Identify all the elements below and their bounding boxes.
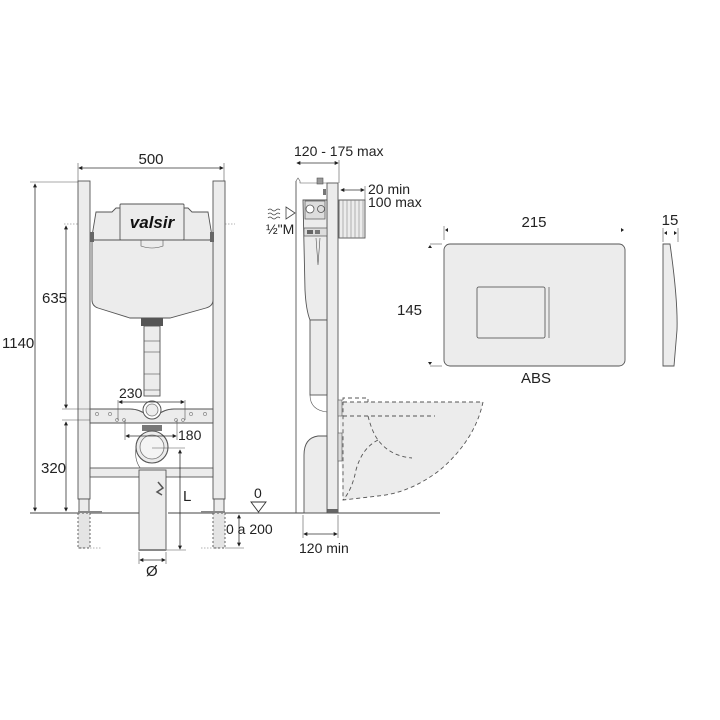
wall-sleeve bbox=[338, 199, 366, 239]
water-inlet-label: ½"M bbox=[266, 221, 294, 237]
floor-level-icon bbox=[250, 501, 267, 513]
min-depth-label: 120 min bbox=[299, 540, 349, 556]
cistern-height-label: 635 bbox=[42, 290, 67, 307]
plate-material-label: ABS bbox=[521, 370, 551, 387]
brand-logo: valsir bbox=[130, 213, 176, 232]
drain-diameter-label: Ø bbox=[146, 563, 158, 580]
width-dimension-label: 500 bbox=[138, 151, 163, 168]
frame-side bbox=[326, 182, 339, 514]
total-height-label: 1140 bbox=[2, 335, 34, 352]
floor-level-label: 0 bbox=[254, 485, 262, 501]
front-view: valsir bbox=[2, 151, 280, 580]
bolt-spacing-wide-label: 230 bbox=[119, 385, 143, 401]
drain-length-label: L bbox=[183, 488, 191, 505]
wc-bowl-outline bbox=[342, 401, 484, 501]
right-upright bbox=[212, 180, 226, 500]
side-depth-label: 120 - 175 max bbox=[294, 143, 384, 159]
plate-height-label: 145 bbox=[397, 302, 422, 319]
flush-button-large bbox=[476, 286, 546, 339]
bracket-height-label: 320 bbox=[41, 460, 66, 477]
sleeve-min-label: 20 min bbox=[368, 181, 410, 197]
flush-plate-profile bbox=[662, 243, 678, 367]
sleeve-max-label: 100 max bbox=[368, 194, 422, 210]
drain-pipe bbox=[138, 469, 167, 551]
flush-plate-view: 215 145 ABS 15 bbox=[397, 212, 678, 387]
plate-width-label: 215 bbox=[521, 214, 546, 231]
cistern bbox=[91, 239, 214, 319]
foot-adjust-label: 0 a 200 bbox=[226, 521, 273, 537]
left-upright bbox=[77, 180, 91, 500]
plate-thickness-label: 15 bbox=[662, 212, 679, 229]
bolt-spacing-narrow-label: 180 bbox=[178, 427, 202, 443]
side-view: 120 - 175 max 20 min 100 max ½"M 120 min bbox=[266, 143, 484, 556]
water-inlet-icon bbox=[267, 206, 296, 220]
